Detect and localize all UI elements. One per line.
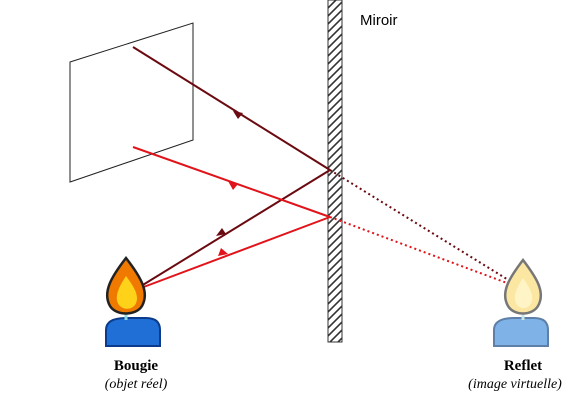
reflected-candle-icon <box>493 257 549 347</box>
candle-title: Bougie <box>113 358 159 374</box>
mirror-label: Miroir <box>360 12 398 29</box>
arrowhead-icon <box>218 248 228 256</box>
reflection-subtitle: (image virtuelle) <box>468 377 562 392</box>
arrowhead-icon <box>228 181 238 190</box>
dark-ray-incident <box>132 169 331 292</box>
arrowhead-icon <box>233 111 243 119</box>
red-ray-virtual <box>329 216 524 290</box>
dark-ray-reflected <box>132 46 331 171</box>
candle-subtitle: (objet réel) <box>104 377 168 392</box>
red-ray-reflected <box>132 146 331 218</box>
dark-ray-virtual <box>329 169 524 290</box>
candle-icon <box>105 255 161 347</box>
reflection-title: Reflet <box>503 358 543 374</box>
arrowhead-icon <box>216 228 226 236</box>
observer-screen <box>69 22 194 183</box>
red-ray-incident <box>132 216 331 292</box>
